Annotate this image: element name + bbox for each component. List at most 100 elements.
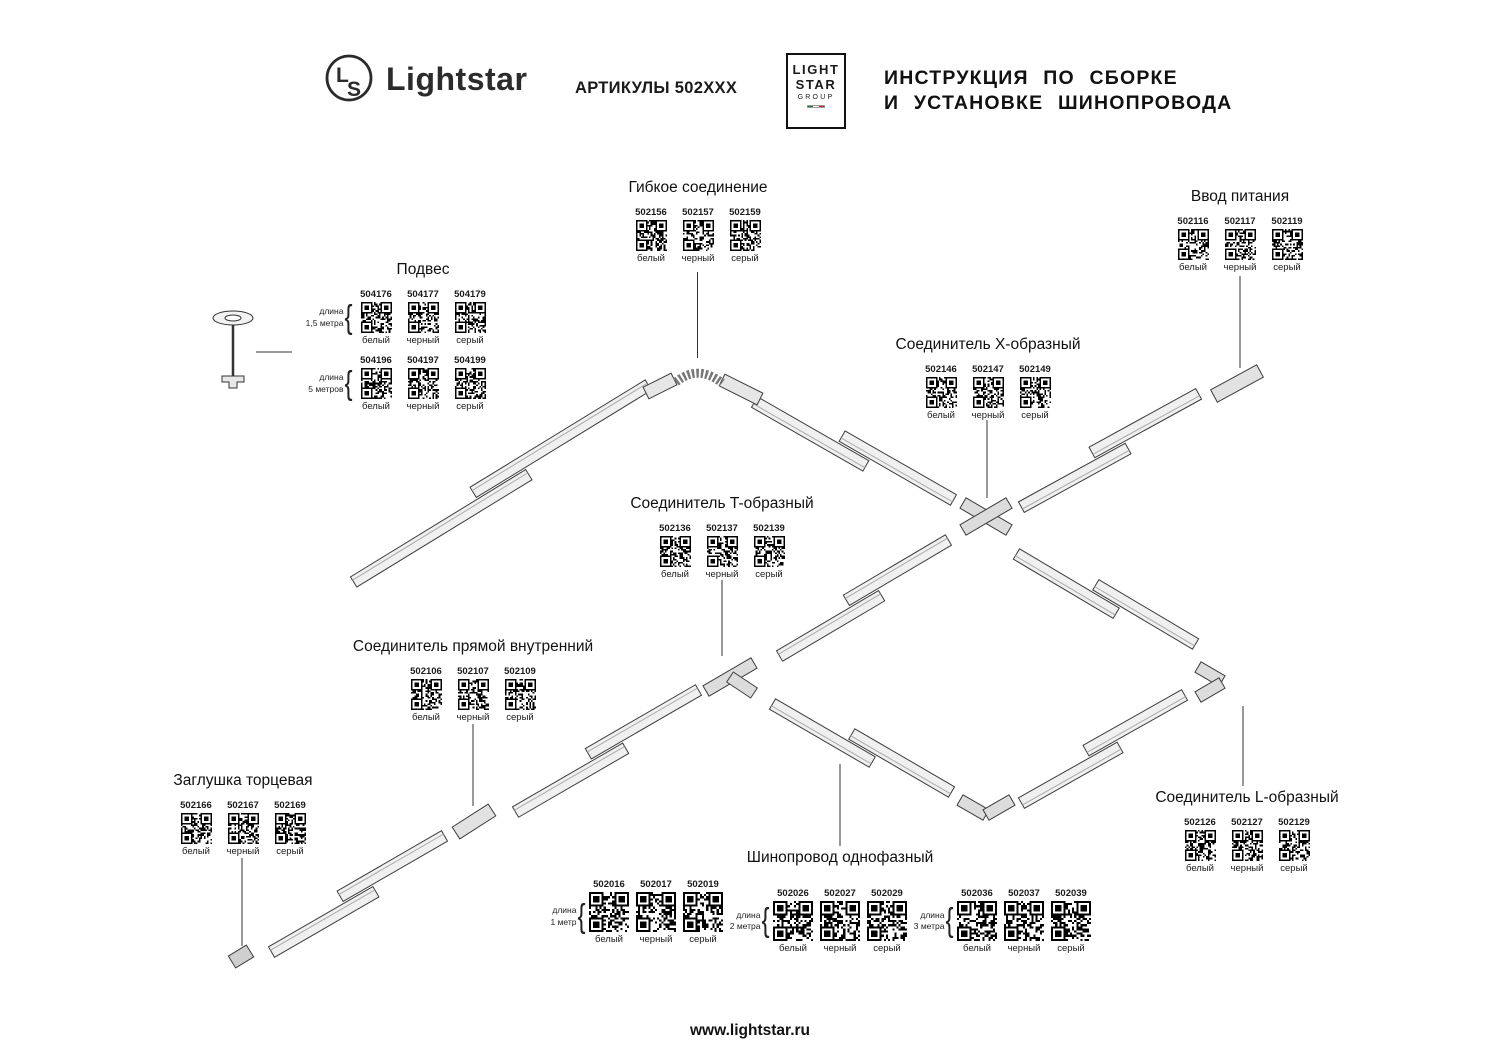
qr-code	[180, 813, 212, 844]
product-variant: 502149 серый	[1012, 364, 1059, 421]
article-code: 502117	[1224, 216, 1256, 227]
color-label: белый	[637, 253, 665, 264]
site-url: www.lightstar.ru	[690, 1022, 810, 1039]
qr-code	[410, 679, 442, 710]
article-code: 502017	[640, 879, 672, 890]
qr-code	[773, 901, 813, 941]
group-title: Гибкое соединение	[628, 179, 768, 196]
color-label: серый	[506, 712, 534, 723]
color-label: черный	[406, 335, 440, 346]
article-code: 502027	[824, 888, 856, 899]
article-code: 502157	[682, 207, 714, 218]
color-label: серый	[755, 569, 783, 580]
qr-code	[1224, 229, 1256, 260]
color-label: серый	[1273, 262, 1301, 273]
color-label: черный	[971, 410, 1005, 421]
color-label: белый	[1179, 262, 1207, 273]
group-l-connector: Соединитель L-образный 502126 белый 502127…	[1155, 789, 1338, 874]
article-code: 502149	[1019, 364, 1051, 375]
qr-code	[504, 679, 536, 710]
track-rails-layer	[227, 364, 1265, 969]
color-label: черный	[705, 569, 739, 580]
article-code: 502156	[635, 207, 667, 218]
color-label: серый	[1280, 863, 1308, 874]
articles-label: АРТИКУЛЫ 502XXX	[575, 79, 738, 97]
article-code: 504196	[360, 355, 392, 366]
article-code: 502169	[274, 800, 306, 811]
qr-code	[729, 220, 761, 251]
product-variant: 502156 белый	[628, 207, 675, 264]
article-code: 502039	[1055, 888, 1087, 899]
brace-glyph: {	[344, 363, 353, 402]
color-label: серый	[456, 335, 484, 346]
article-code: 502106	[410, 666, 442, 677]
article-code: 504179	[454, 289, 486, 300]
color-label: серый	[1021, 410, 1049, 421]
instruction-title-line1: ИНСТРУКЦИЯ ПО СБОРКЕ	[884, 67, 1178, 89]
qr-code	[659, 536, 691, 567]
qr-code	[360, 368, 392, 399]
qr-code	[683, 892, 723, 932]
qr-code	[957, 901, 997, 941]
lightstar-logo: L S Lightstar	[322, 50, 527, 108]
logo-box-line3: GROUP	[797, 94, 835, 101]
article-code: 502019	[687, 879, 719, 890]
color-label: белый	[1186, 863, 1214, 874]
article-code: 502127	[1231, 817, 1263, 828]
color-label: белый	[661, 569, 689, 580]
article-code: 502126	[1184, 817, 1216, 828]
article-code: 502137	[706, 523, 738, 534]
product-variant: 502017 черный	[633, 879, 680, 954]
article-code: 502167	[227, 800, 259, 811]
qr-code	[360, 302, 392, 333]
article-code: 502166	[180, 800, 212, 811]
group-title: Соединитель L-образный	[1155, 789, 1339, 806]
qr-code	[457, 679, 489, 710]
article-code: 504177	[407, 289, 439, 300]
color-label: белый	[927, 410, 955, 421]
article-code: 502107	[457, 666, 489, 677]
product-variant: 504179 серый	[447, 289, 494, 346]
qr-code	[1004, 901, 1044, 941]
product-variant: 502027 черный	[817, 888, 864, 954]
color-label: черный	[456, 712, 490, 723]
color-label: белый	[963, 943, 991, 954]
group-title: Соединитель T-образный	[630, 495, 814, 512]
qr-code	[867, 901, 907, 941]
product-variant: 502137 черный	[699, 523, 746, 580]
color-label: черный	[406, 401, 440, 412]
color-label: белый	[595, 934, 623, 945]
color-label: черный	[639, 934, 673, 945]
color-label: черный	[823, 943, 857, 954]
brace-glyph: {	[945, 901, 954, 940]
